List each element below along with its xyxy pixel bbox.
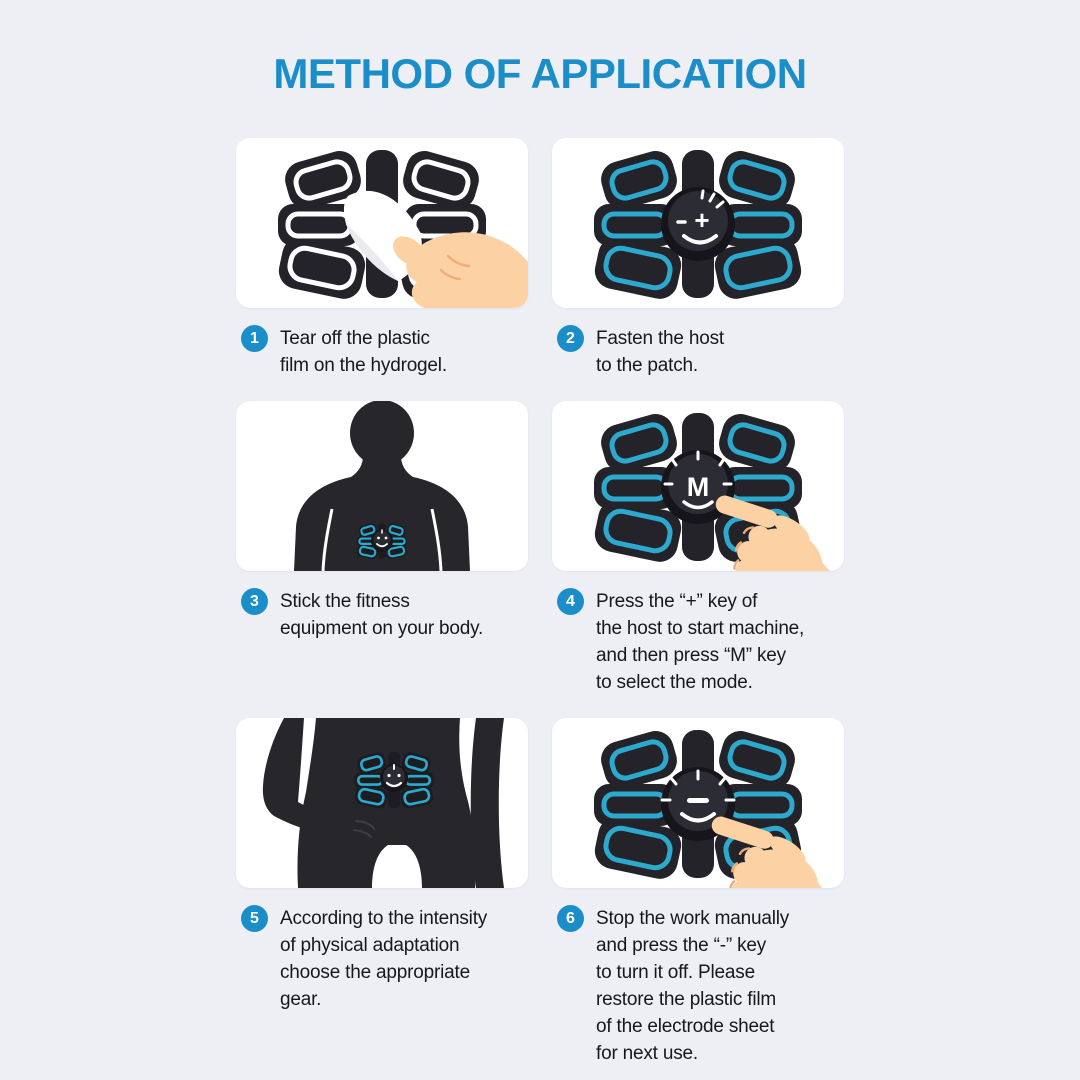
step: 3 Stick the fitness equipment on your bo… xyxy=(236,401,528,696)
abs-pad-graphic xyxy=(591,726,805,883)
page-title: METHOD OF APPLICATION xyxy=(273,50,807,97)
step-illustration-card xyxy=(552,718,844,888)
host-device-graphic: + xyxy=(661,187,735,261)
step: 5 According to the intensity of physical… xyxy=(236,718,528,1067)
torso-graphic xyxy=(294,401,470,571)
step-text: According to the intensity of physical a… xyxy=(280,908,488,1010)
abs-pad-graphic xyxy=(353,750,435,810)
step-caption: 6 Stop the work manually and press the “… xyxy=(552,905,844,1067)
step: M 4 Press the “+” key of the host to sta… xyxy=(552,401,844,696)
arm-hand-graphic xyxy=(262,718,375,841)
step-text: Stop the work manually and press the “-”… xyxy=(596,908,790,1064)
press-minus-key-illustration xyxy=(591,726,844,888)
steps-grid: 1 Tear off the plastic film on the hydro… xyxy=(236,138,844,1067)
host-device-graphic: M xyxy=(661,450,735,524)
minus-key-glyph xyxy=(687,798,709,803)
press-m-key-illustration: M xyxy=(591,409,844,571)
abs-pad-graphic xyxy=(356,522,408,560)
step-caption: 1 Tear off the plastic film on the hydro… xyxy=(236,325,528,379)
step-number-badge: 1 xyxy=(241,325,268,352)
step-illustration-card xyxy=(236,138,528,308)
host-device-graphic xyxy=(380,764,408,792)
arm-gap-lines xyxy=(321,508,443,571)
mode-key-label: M xyxy=(687,472,710,502)
step-caption: 5 According to the intensity of physical… xyxy=(236,905,528,1013)
peel-film-illustration xyxy=(275,146,528,308)
step-number-badge: 3 xyxy=(241,588,268,615)
step-caption: 3 Stick the fitness equipment on your bo… xyxy=(236,588,528,642)
step-illustration-card: + xyxy=(552,138,844,308)
hand-graphic xyxy=(393,232,528,308)
step-caption: 2 Fasten the host to the patch. xyxy=(552,325,844,379)
step-text: Press the “+” key of the host to start m… xyxy=(596,591,805,693)
step-number-badge: 6 xyxy=(557,905,584,932)
step: 1 Tear off the plastic film on the hydro… xyxy=(236,138,528,379)
step: + 2 Fasten the host to the patch. xyxy=(552,138,844,379)
abs-pad-graphic: M xyxy=(591,409,805,566)
step-illustration-card xyxy=(236,718,528,888)
host-device-graphic xyxy=(660,767,736,841)
step-text: Fasten the host to the patch. xyxy=(596,328,724,376)
abs-pad-graphic: + xyxy=(591,146,805,303)
host-on-patch-illustration: + xyxy=(591,146,805,303)
step-number-badge: 2 xyxy=(557,325,584,352)
plus-key-label: + xyxy=(694,205,709,235)
step-text: Stick the fitness equipment on your body… xyxy=(280,591,484,639)
step-illustration-card xyxy=(236,401,528,571)
body-graphic xyxy=(297,718,504,888)
pad-on-abdomen-illustration xyxy=(262,718,504,888)
step-caption: 4 Press the “+” key of the host to start… xyxy=(552,588,844,696)
host-device-graphic xyxy=(371,529,393,552)
step-number-badge: 4 xyxy=(557,588,584,615)
step: 6 Stop the work manually and press the “… xyxy=(552,718,844,1067)
step-illustration-card: M xyxy=(552,401,844,571)
step-text: Tear off the plastic film on the hydroge… xyxy=(280,328,447,376)
step-number-badge: 5 xyxy=(241,905,268,932)
pad-on-torso-illustration xyxy=(294,401,470,571)
